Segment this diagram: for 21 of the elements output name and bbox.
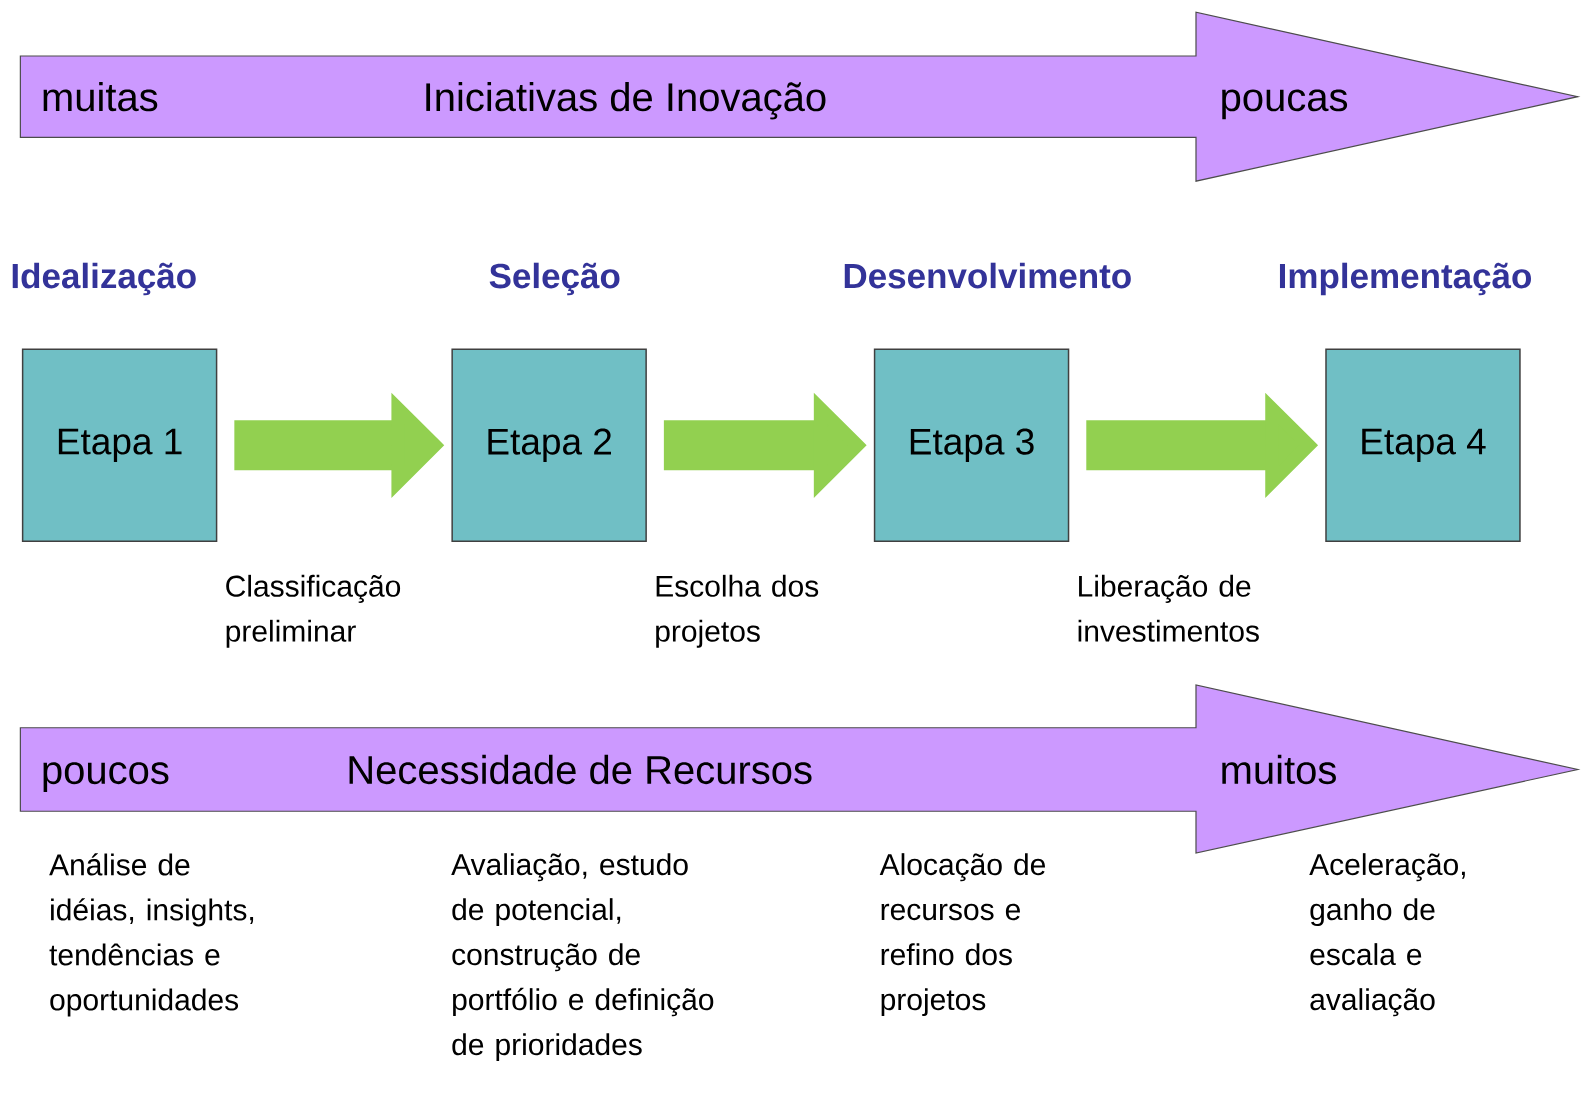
description-text: Avaliação, estudo de potencial, construção de portfólio e definição de prioridades xyxy=(451,853,714,1062)
description-text: Alocação de recursos e refino dos projetos xyxy=(879,853,1046,1017)
stage-heading: Desenvolvimento xyxy=(844,262,1131,289)
stage-box: Etapa 4 xyxy=(1325,348,1521,543)
stage-box: Etapa 1 xyxy=(21,348,218,543)
stage-heading: Seleção xyxy=(489,262,620,296)
band-text: muitos xyxy=(1222,755,1336,785)
band-text: poucos xyxy=(43,762,169,793)
band-text: poucas xyxy=(1222,89,1348,120)
edge-label: Escolha dos projetos xyxy=(656,575,819,648)
band-text: muitas xyxy=(43,82,158,112)
band-text: Iniciativas de Inovação xyxy=(426,82,826,120)
stage-heading: Implementação xyxy=(1279,262,1531,296)
stage-box: Etapa 3 xyxy=(873,348,1070,543)
description-text: Aceleração, ganho de escala e avaliação xyxy=(1309,853,1465,1017)
edge-label: Classificação preliminar xyxy=(226,575,401,648)
description-text: Análise de idéias, insights, tendências e oportunidades xyxy=(49,853,254,1017)
stage-heading: Idealização xyxy=(12,262,196,296)
edge-label: Liberação de investimentos xyxy=(1078,575,1259,643)
stage-box: Etapa 2 xyxy=(451,348,647,543)
band-text: Necessidade de Recursos xyxy=(349,755,812,785)
